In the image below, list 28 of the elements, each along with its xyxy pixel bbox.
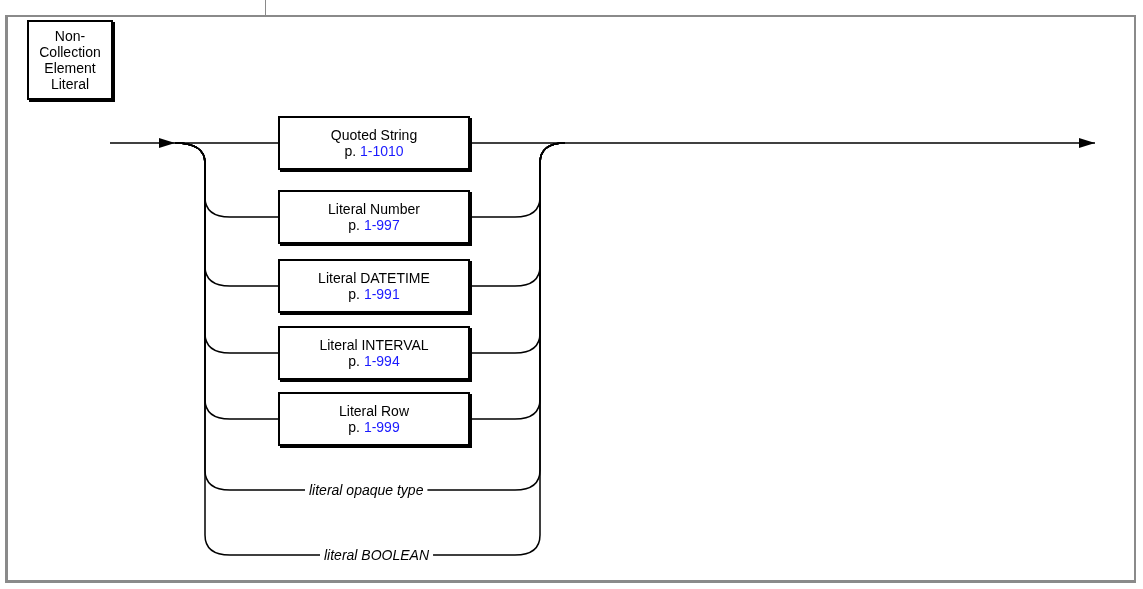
direction-arrow xyxy=(109,138,176,148)
node-label: literal opaque type xyxy=(309,482,424,498)
page-link: 1-994 xyxy=(363,353,400,369)
page-prefix: p. xyxy=(348,419,360,435)
branch-line xyxy=(432,142,566,556)
element-name: Literal DATETIME xyxy=(318,270,430,286)
syntax-element-box xyxy=(278,116,470,170)
element-name: Literal Number xyxy=(328,201,420,217)
syntax-element-box xyxy=(278,326,470,380)
page-prefix: p. xyxy=(348,286,360,302)
page-link: 1-999 xyxy=(363,419,400,435)
box-text: Non-Collection Element Literal xyxy=(38,28,102,92)
branch-line xyxy=(174,142,321,556)
page-link: 1-1010 xyxy=(360,143,404,159)
page-prefix: p. xyxy=(348,217,360,233)
element-name: Literal Row xyxy=(339,403,409,419)
page-prefix: p. xyxy=(344,143,357,159)
node-label: literal BOOLEAN xyxy=(324,547,430,563)
syntax-element-box xyxy=(278,259,470,313)
page-link: 1-997 xyxy=(363,217,400,233)
element-name: Literal INTERVAL xyxy=(319,337,429,353)
exit-arrow xyxy=(564,138,1096,148)
syntax-element-box xyxy=(278,392,470,446)
syntax-element-box xyxy=(278,190,470,244)
page-link: 1-991 xyxy=(363,286,400,302)
page-prefix: p. xyxy=(348,353,360,369)
diagram-title-box xyxy=(27,20,113,100)
element-name: Quoted String xyxy=(330,127,418,143)
